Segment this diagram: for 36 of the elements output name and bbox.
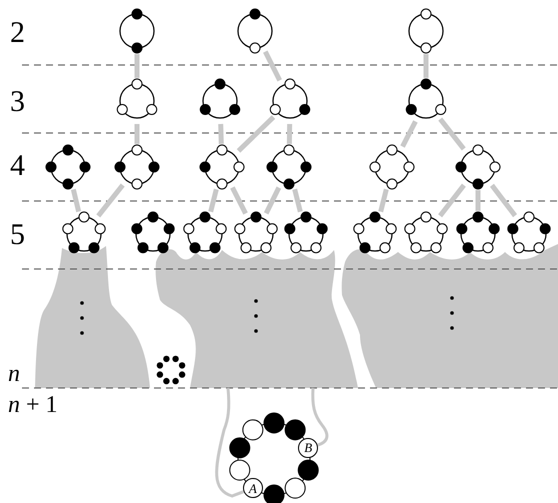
connector-line [236, 115, 276, 153]
row-number: 5 [10, 220, 25, 250]
dotted-ring-graph [199, 144, 245, 190]
dotted-ring-graph [114, 144, 160, 190]
connector-line [263, 50, 282, 82]
connector-line [215, 388, 244, 498]
row-number: 2 [10, 18, 25, 48]
connector-line [134, 54, 140, 78]
row-expression: n + 1 [8, 393, 58, 417]
connector-line [378, 188, 389, 212]
connector-line [292, 188, 303, 212]
connector-line [264, 186, 282, 214]
connector-line [134, 124, 140, 144]
connector-line [438, 184, 466, 218]
row-number: 3 [10, 87, 25, 117]
connector-line [230, 186, 248, 215]
labeled-bead: B [298, 438, 318, 458]
connector-line [476, 190, 480, 211]
row-number: 4 [10, 151, 25, 181]
labeled-bead: A [242, 478, 263, 498]
connector-line [208, 188, 219, 212]
row-variable: n [8, 362, 20, 386]
dotted-ring-graph [455, 144, 501, 190]
dotted-ring-graph [45, 144, 91, 190]
connector-line [490, 184, 518, 218]
connector-line [424, 54, 428, 78]
connector-line [400, 120, 418, 148]
connector-line [286, 124, 292, 144]
shaded-region [35, 246, 152, 388]
connector-line [438, 118, 466, 150]
connector-line [218, 124, 224, 144]
dotted-ring-graph [266, 144, 312, 190]
connector-line [70, 188, 82, 212]
shaded-region [341, 244, 558, 388]
dotted-ring-graph [369, 144, 415, 190]
connector-line [96, 183, 125, 218]
